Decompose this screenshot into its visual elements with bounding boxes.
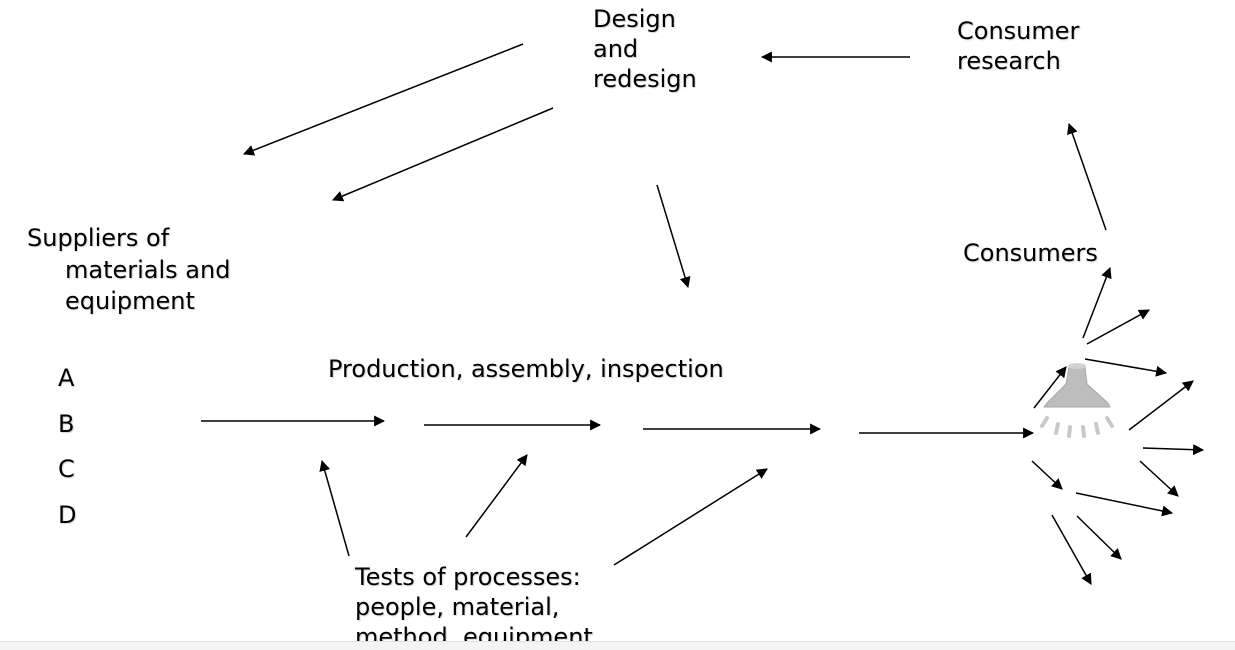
arrow-distribution-2 xyxy=(1086,309,1150,345)
bottom-scroll-strip xyxy=(0,641,1235,650)
arrow-design-to-suppliers-2 xyxy=(331,107,554,202)
arrow-distribution-8 xyxy=(1139,460,1179,497)
production-label: Production, assembly, inspection xyxy=(328,355,724,383)
arrow-distribution-4 xyxy=(1033,366,1067,409)
arrow-distribution-10 xyxy=(1076,515,1122,560)
arrow-distribution-5 xyxy=(1128,380,1194,431)
arrow-distribution-3 xyxy=(1084,358,1168,377)
arrow-distribution-1 xyxy=(1082,266,1112,339)
suppliers-label: Suppliers of materials and equipment xyxy=(27,224,231,315)
consumers-label: Consumers xyxy=(963,239,1098,267)
supplier-list: A B C D xyxy=(58,356,76,538)
supplier-a: A xyxy=(58,364,75,392)
supplier-b: B xyxy=(58,409,75,438)
arrow-consumers-to-research xyxy=(1067,122,1107,231)
arrow-design-to-production xyxy=(656,184,691,289)
arrow-design-to-suppliers-1 xyxy=(242,43,524,156)
design-label: Design and redesign xyxy=(593,5,697,93)
supplier-c: C xyxy=(58,455,75,483)
arrow-distribution-7 xyxy=(1031,460,1063,490)
arrow-distribution-9 xyxy=(1075,492,1174,517)
lamp-icon xyxy=(1040,363,1114,438)
arrow-distribution-6 xyxy=(1142,444,1205,456)
tests-label: Tests of processes: people, material, me… xyxy=(355,563,593,650)
arrow-tests-to-flow-3 xyxy=(613,468,768,566)
consumer-research-label: Consumer research xyxy=(957,17,1080,75)
arrow-tests-to-flow-2 xyxy=(465,454,528,538)
supplier-d: D xyxy=(58,500,77,529)
arrow-tests-to-flow-1 xyxy=(319,459,350,557)
arrow-distribution-11 xyxy=(1051,514,1092,585)
